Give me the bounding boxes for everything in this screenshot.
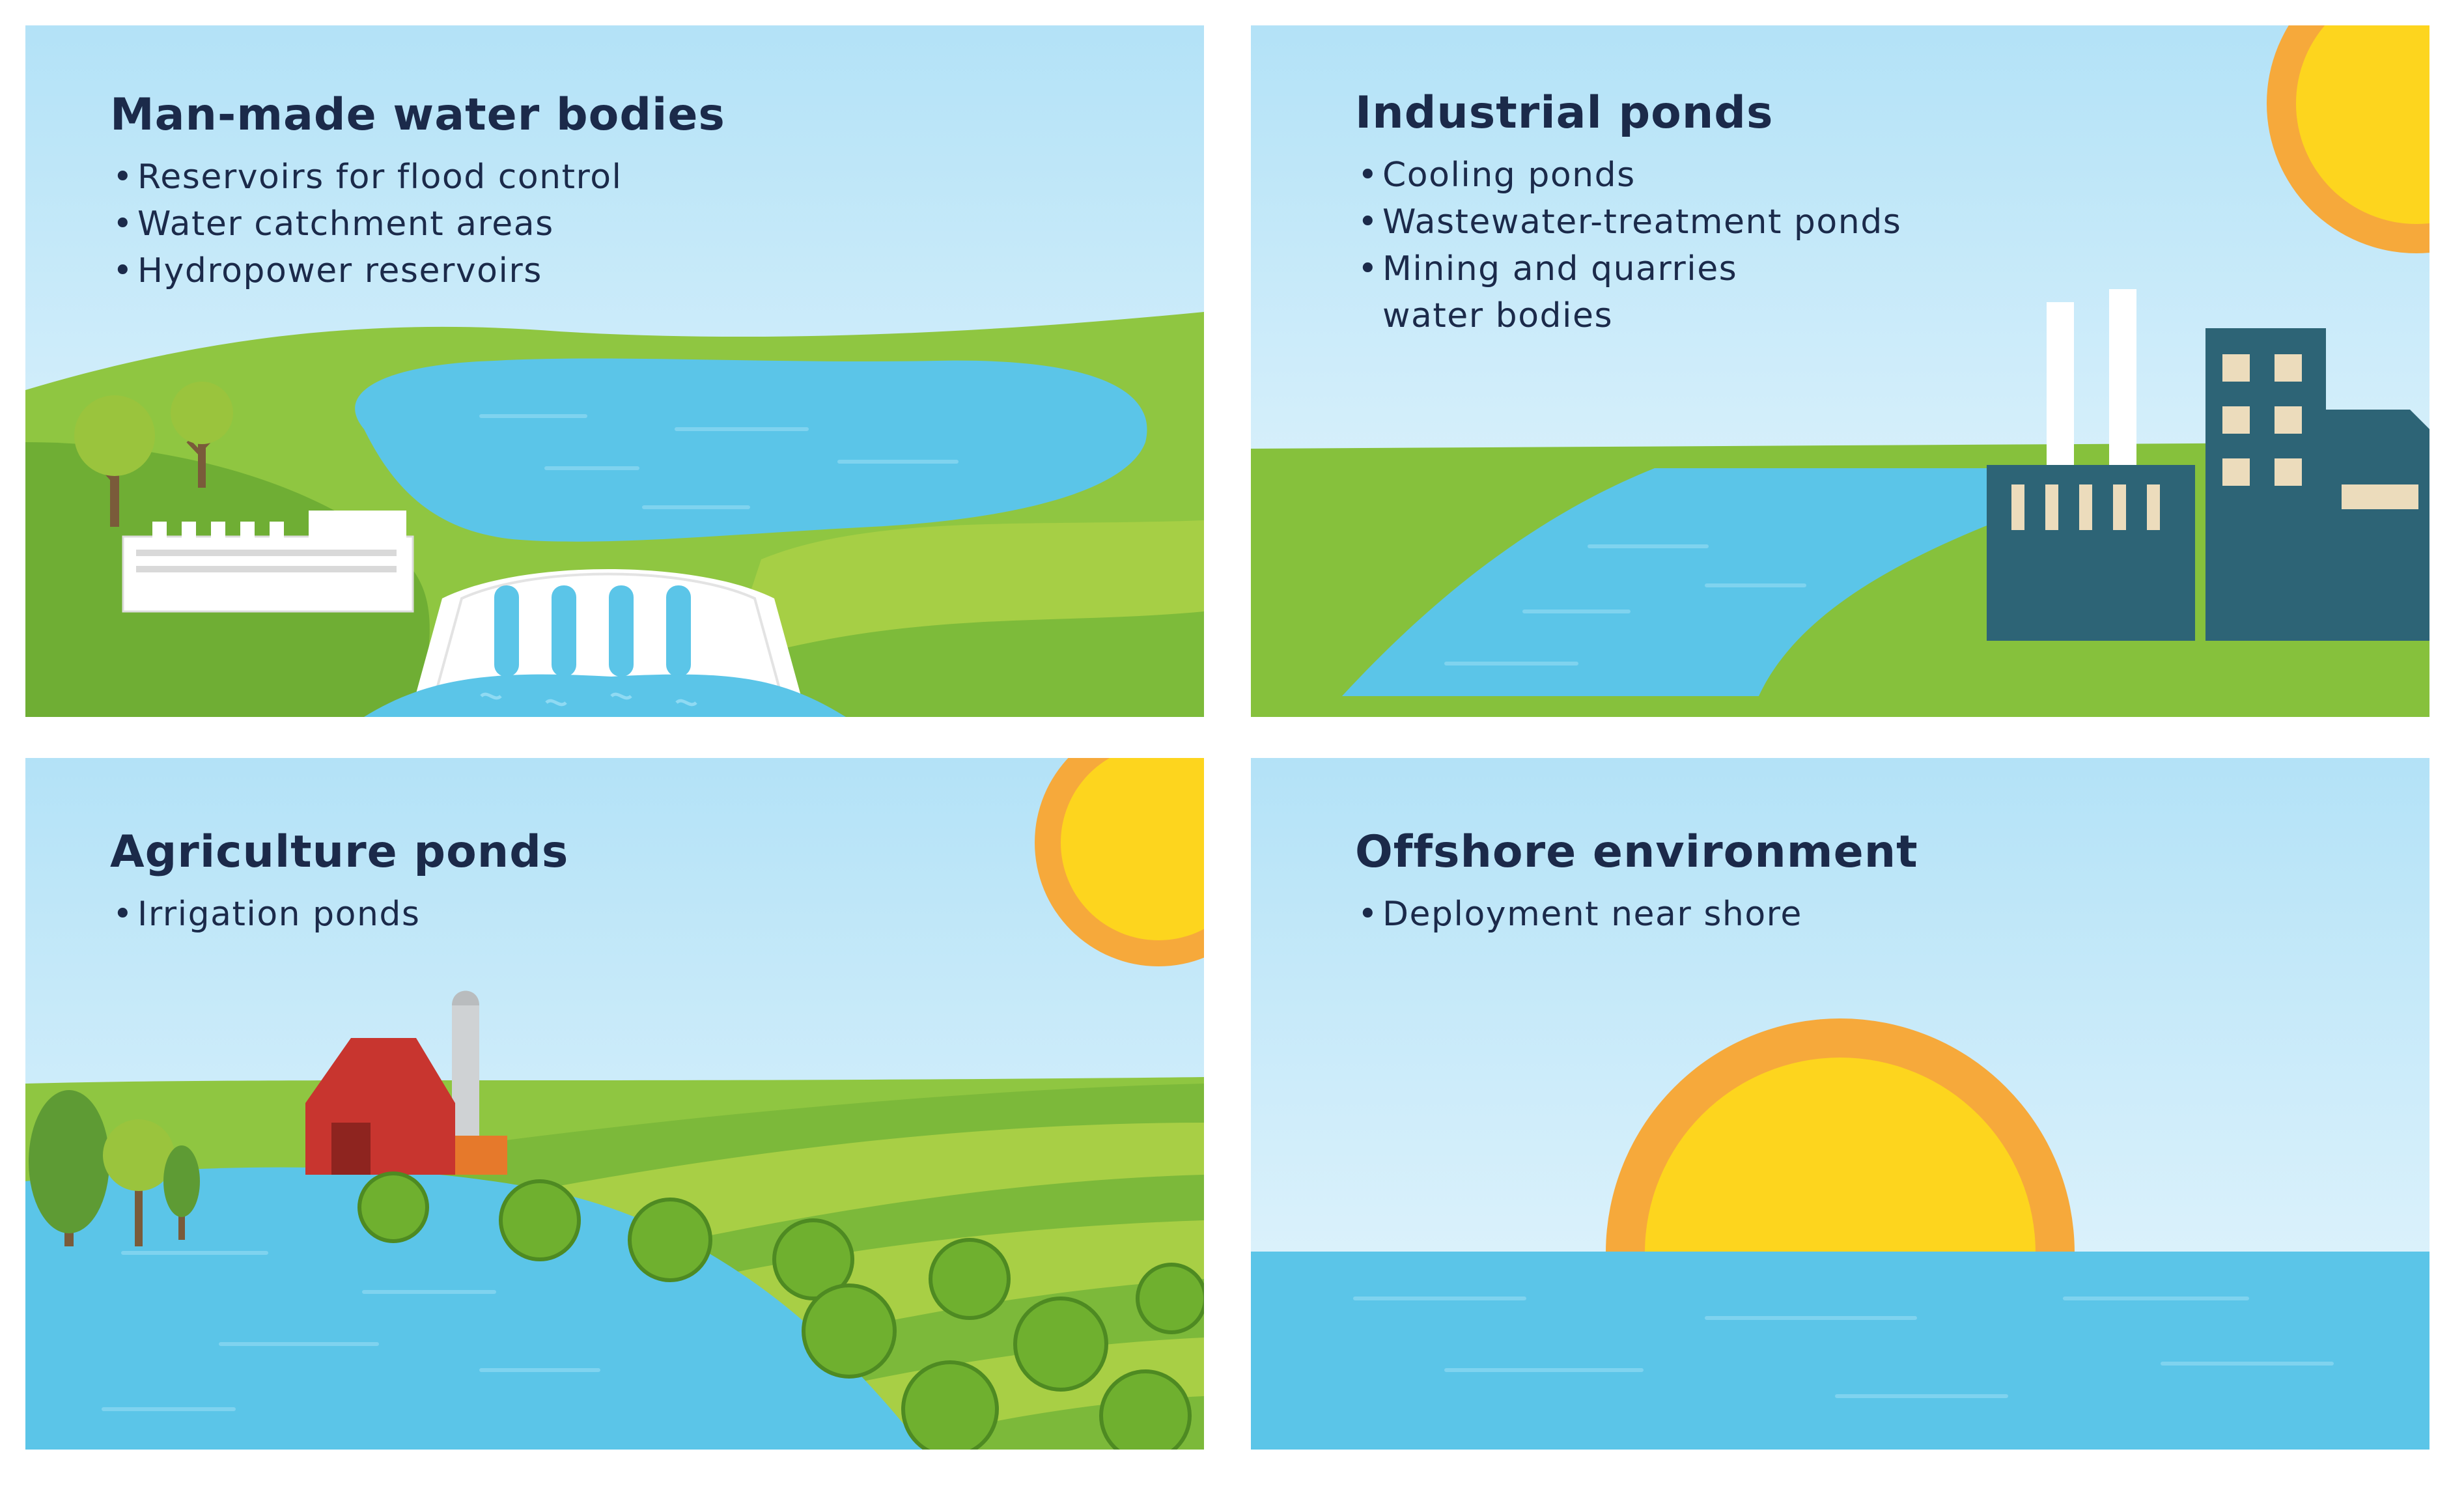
bullet-list: Cooling ponds Wastewater-treatment ponds… [1355, 152, 1901, 339]
bullet-item: Water catchment areas [110, 201, 725, 247]
tree-icon [163, 1145, 200, 1240]
sun-icon [1035, 758, 1204, 966]
bullet-item-continuation: water bodies [1382, 296, 1614, 335]
farm-scene [25, 758, 1204, 1450]
bullet-item: Mining and quarries [1355, 245, 1901, 292]
bullet-item: Reservoirs for flood control [110, 154, 725, 201]
panel-title: Industrial ponds [1355, 87, 1774, 139]
panel-man-made-water-bodies: Man-made water bodies Reservoirs for flo… [25, 25, 1204, 717]
sun-icon [2267, 25, 2429, 253]
tree-icon [103, 1119, 175, 1246]
bullet-item: Deployment near shore [1355, 891, 1918, 938]
tree-icon [29, 1090, 109, 1246]
tree-icon [171, 382, 233, 488]
industrial-scene [1251, 25, 2429, 717]
bullet-item: Hydropower reservoirs [110, 247, 725, 294]
reservoir-dam-scene [25, 25, 1204, 717]
bullet-list: Irrigation ponds [110, 891, 568, 938]
text-block: Offshore environment Deployment near sho… [1355, 826, 1918, 938]
text-block: Agriculture ponds Irrigation ponds [110, 826, 568, 938]
panel-title: Man-made water bodies [110, 89, 725, 141]
text-block: Man-made water bodies Reservoirs for flo… [110, 89, 725, 294]
bush-icon [357, 1171, 1204, 1450]
dam-icon [364, 569, 846, 717]
panel-industrial-ponds: Industrial ponds Cooling ponds Wastewate… [1251, 25, 2429, 717]
factory-icon [1987, 289, 2429, 641]
sun-icon [1606, 1018, 2075, 1253]
panel-agriculture-ponds: Agriculture ponds Irrigation ponds [25, 758, 1204, 1450]
tree-icon [74, 395, 155, 527]
panel-offshore-environment: Offshore environment Deployment near sho… [1251, 758, 2429, 1450]
panel-title: Offshore environment [1355, 826, 1918, 878]
power-station-icon [122, 511, 414, 613]
text-block: Industrial ponds Cooling ponds Wastewate… [1355, 87, 1901, 339]
barn-icon [305, 990, 507, 1175]
offshore-scene [1251, 758, 2429, 1450]
bullet-list: Reservoirs for flood control Water catch… [110, 154, 725, 294]
bullet-item: Cooling ponds [1355, 152, 1901, 199]
bullet-item: Irrigation ponds [110, 891, 568, 938]
sea [1251, 1252, 2429, 1450]
bullet-item: Wastewater-treatment ponds [1355, 199, 1901, 245]
bullet-list: Deployment near shore [1355, 891, 1918, 938]
panel-title: Agriculture ponds [110, 826, 569, 878]
